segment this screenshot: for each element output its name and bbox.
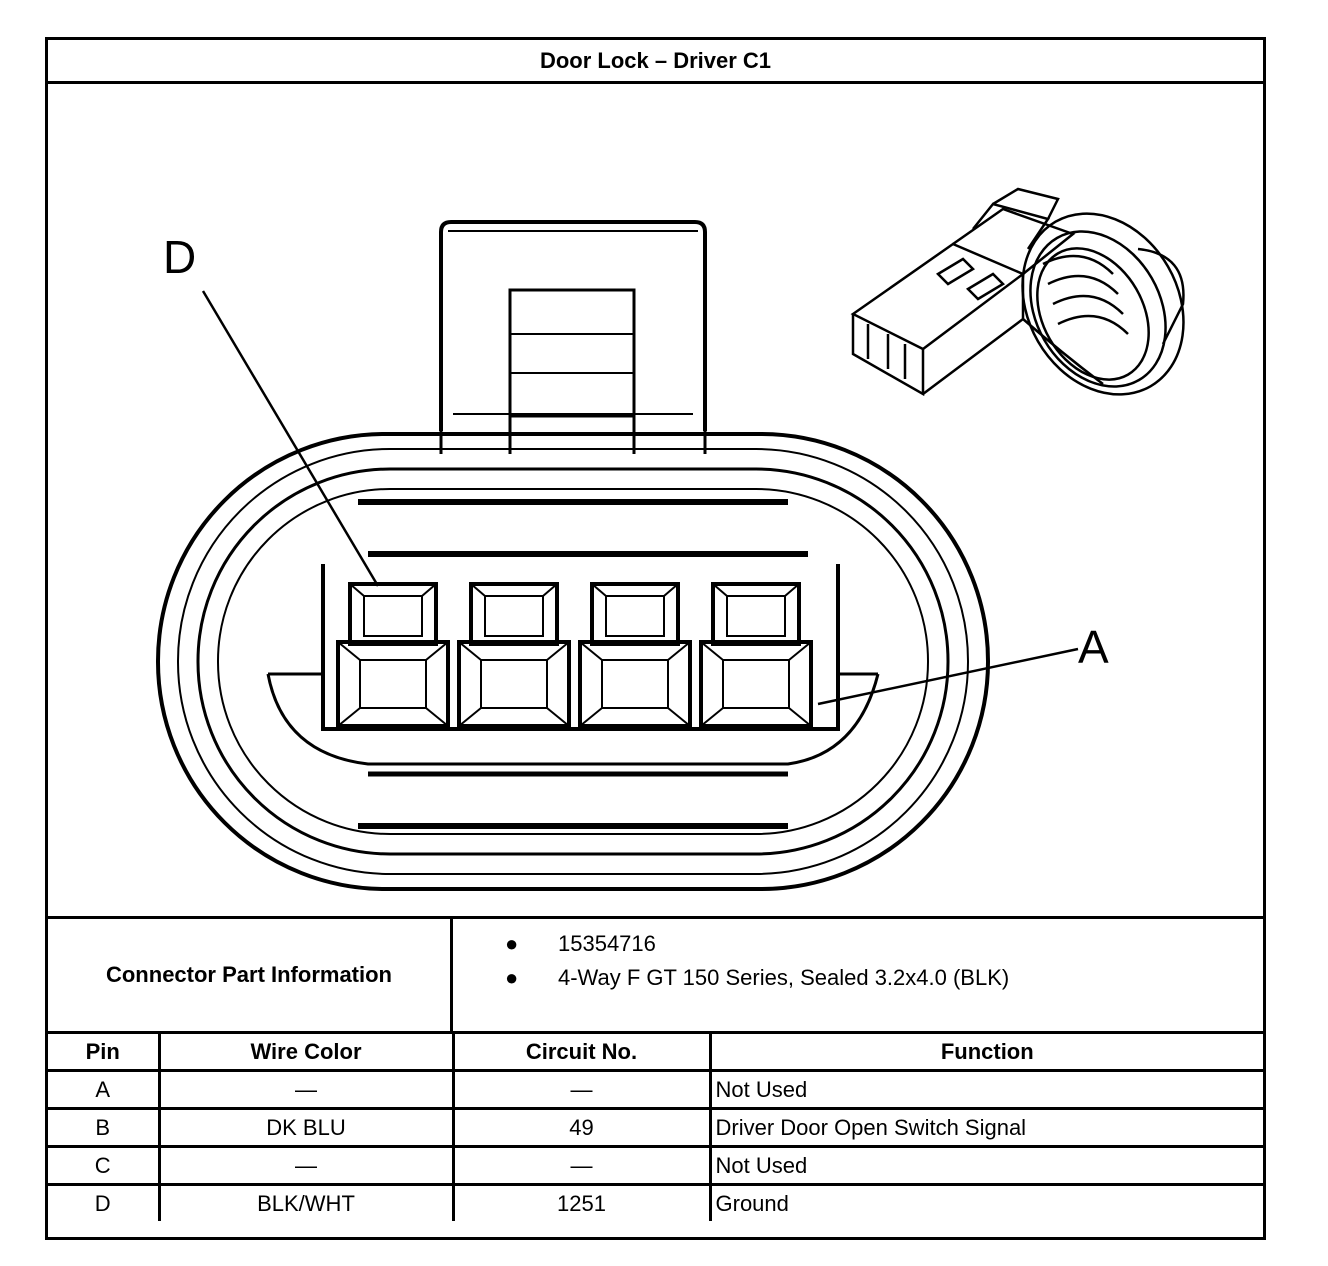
table-row: D BLK/WHT 1251 Ground xyxy=(48,1183,1263,1221)
terminal-body xyxy=(321,564,840,731)
lock-tab-window xyxy=(508,288,636,418)
pin-d-label: D xyxy=(163,231,197,283)
connector-face-drawing xyxy=(156,220,1079,891)
list-item: ●4-Way F GT 150 Series, Sealed 3.2x4.0 (… xyxy=(453,963,1009,997)
terminal-cavity xyxy=(699,582,813,728)
header-wire-color: Wire Color xyxy=(157,1034,455,1072)
wire-color-cell: BLK/WHT xyxy=(157,1183,455,1221)
function-cell: Driver Door Open Switch Signal xyxy=(708,1107,1263,1148)
connector-part-info-list: ●15354716 ●4-Way F GT 150 Series, Sealed… xyxy=(453,929,1009,997)
connector-sheet: Door Lock – Driver C1 xyxy=(45,37,1266,1240)
pin-a-label: A xyxy=(1078,621,1109,673)
lock-tab xyxy=(439,220,707,431)
circuit-cell: — xyxy=(451,1145,712,1186)
connector-illustration xyxy=(850,187,1185,397)
terminal-cavity xyxy=(578,582,692,728)
function-cell: Not Used xyxy=(708,1145,1263,1186)
table-header-row: Pin Wire Color Circuit No. Function xyxy=(48,1034,1263,1072)
terminal-cavity xyxy=(336,582,450,728)
function-cell: Ground xyxy=(708,1183,1263,1221)
table-row: B DK BLU 49 Driver Door Open Switch Sign… xyxy=(48,1107,1263,1148)
header-function: Function xyxy=(708,1034,1263,1072)
connector-diagram: D A xyxy=(48,84,1263,916)
wire-color-cell: — xyxy=(157,1145,455,1186)
sheet-title: Door Lock – Driver C1 xyxy=(48,40,1263,84)
list-item: ●15354716 xyxy=(453,929,1009,963)
header-pin: Pin xyxy=(48,1034,161,1072)
pin-cell: D xyxy=(48,1183,161,1221)
bullet-icon: ● xyxy=(505,965,519,990)
terminal-cavities xyxy=(336,582,813,728)
wire-color-cell: — xyxy=(157,1069,455,1110)
bullet-icon: ● xyxy=(505,931,519,956)
table-row: C — — Not Used xyxy=(48,1145,1263,1186)
connector-part-info-label: Connector Part Information xyxy=(48,919,453,1031)
pin-cell: C xyxy=(48,1145,161,1186)
table-row: A — — Not Used xyxy=(48,1069,1263,1110)
terminal-cavity xyxy=(457,582,571,728)
wire-color-cell: DK BLU xyxy=(157,1107,455,1148)
circuit-cell: 1251 xyxy=(451,1183,712,1221)
pin-a-callout-line xyxy=(817,647,1079,706)
circuit-cell: 49 xyxy=(451,1107,712,1148)
circuit-cell: — xyxy=(451,1069,712,1110)
function-cell: Not Used xyxy=(708,1069,1263,1110)
header-circuit: Circuit No. xyxy=(451,1034,712,1072)
pin-cell: B xyxy=(48,1107,161,1148)
housing-outer xyxy=(156,432,990,891)
pin-table: Pin Wire Color Circuit No. Function A — … xyxy=(48,1034,1263,1221)
connector-part-info: Connector Part Information ●15354716 ●4-… xyxy=(48,916,1263,1034)
pin-cell: A xyxy=(48,1069,161,1110)
pin-d-callout-line xyxy=(201,290,380,587)
